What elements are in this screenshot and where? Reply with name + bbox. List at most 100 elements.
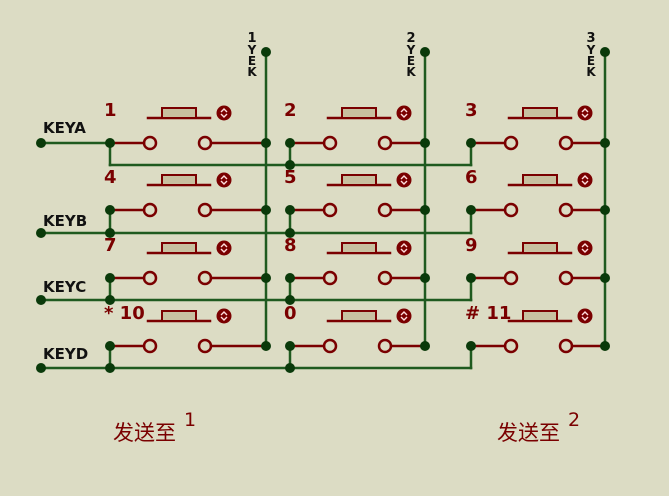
button-pin-left (503, 135, 519, 151)
junction-dot (420, 341, 430, 351)
junction-dot (285, 273, 295, 283)
button-pin-left (322, 135, 338, 151)
junction-dot (285, 228, 295, 238)
column-label-char: Y (586, 43, 596, 57)
junction-dot (105, 205, 115, 215)
column-terminal-dot (261, 47, 271, 57)
button-state-icon (216, 172, 232, 188)
button-pin-left (322, 202, 338, 218)
button-state-arrows (400, 108, 408, 118)
key-label: 1 (104, 100, 117, 121)
button-pin-left (322, 270, 338, 286)
junction-dot (261, 205, 271, 215)
key-label: * 10 (104, 303, 145, 324)
button-pin-left (322, 338, 338, 354)
column-label-char: Y (247, 43, 257, 57)
key-label: 0 (284, 303, 297, 324)
row-net-label: KEYA (43, 119, 86, 137)
button-state-icon (577, 172, 593, 188)
footer-send2: 发送至 (497, 421, 560, 445)
column-label-char: K (586, 65, 596, 79)
button-cap (161, 107, 197, 119)
junction-dot (285, 363, 295, 373)
junction-dot (600, 273, 610, 283)
button-state-icon (216, 308, 232, 324)
junction-dot (285, 160, 295, 170)
button-pin-right (197, 270, 213, 286)
button-pin-right (558, 270, 574, 286)
button-pin-left (503, 338, 519, 354)
footer-send1: 发送至 (113, 421, 176, 445)
button-pin-left (142, 135, 158, 151)
button-pin-right (558, 202, 574, 218)
button-state-icon (216, 105, 232, 121)
column-label-char: K (406, 65, 416, 79)
junctions (36, 47, 610, 373)
junction-dot (105, 363, 115, 373)
button-cap (522, 174, 558, 186)
button-cap (161, 242, 197, 254)
buttons (108, 105, 607, 354)
key-label: 9 (465, 235, 478, 256)
row-net-label: KEYB (43, 212, 87, 230)
button-state-arrows (581, 175, 589, 185)
button-pin-right (377, 135, 393, 151)
key-label: 5 (284, 167, 297, 188)
button-cap (341, 174, 377, 186)
junction-dot (285, 295, 295, 305)
button-pin-right (377, 270, 393, 286)
button-cap (341, 242, 377, 254)
column-label-char: E (248, 54, 256, 68)
row-terminal-dot (36, 228, 46, 238)
key-label: 3 (465, 100, 478, 121)
key-label: 7 (104, 235, 117, 256)
junction-dot (420, 273, 430, 283)
button-cap (341, 107, 377, 119)
button-pin-right (377, 202, 393, 218)
button-state-icon (577, 308, 593, 324)
button-state-arrows (220, 311, 228, 321)
button-state-arrows (581, 243, 589, 253)
button-pin-right (558, 338, 574, 354)
junction-dot (466, 273, 476, 283)
junction-dot (105, 228, 115, 238)
junction-dot (105, 341, 115, 351)
footer-send1-sup: 1 (184, 409, 196, 431)
column-label-char: E (407, 54, 415, 68)
junction-dot (105, 138, 115, 148)
junction-dot (466, 138, 476, 148)
junction-dot (420, 138, 430, 148)
button-pin-right (558, 135, 574, 151)
junction-dot (466, 341, 476, 351)
junction-dot (261, 273, 271, 283)
junction-dot (105, 273, 115, 283)
button-pin-left (503, 270, 519, 286)
row-net-label: KEYD (43, 345, 88, 363)
key-label: 6 (465, 167, 478, 188)
junction-dot (466, 205, 476, 215)
column-number: 1 (247, 31, 256, 46)
button-cap (522, 242, 558, 254)
button-pin-left (142, 202, 158, 218)
button-state-arrows (400, 175, 408, 185)
button-pin-right (197, 135, 213, 151)
button-state-icon (396, 105, 412, 121)
column-number: 2 (406, 31, 415, 46)
row-terminal-dot (36, 138, 46, 148)
column-label-char: E (587, 54, 595, 68)
row-net-label: KEYC (43, 278, 86, 296)
button-state-icon (577, 240, 593, 256)
column-terminal-dot (600, 47, 610, 57)
button-pin-right (377, 338, 393, 354)
junction-dot (285, 138, 295, 148)
junction-dot (600, 205, 610, 215)
button-state-arrows (220, 108, 228, 118)
key-label: 2 (284, 100, 297, 121)
button-cap (161, 310, 197, 322)
button-state-icon (396, 172, 412, 188)
button-state-icon (216, 240, 232, 256)
button-pin-right (197, 202, 213, 218)
button-cap (522, 107, 558, 119)
